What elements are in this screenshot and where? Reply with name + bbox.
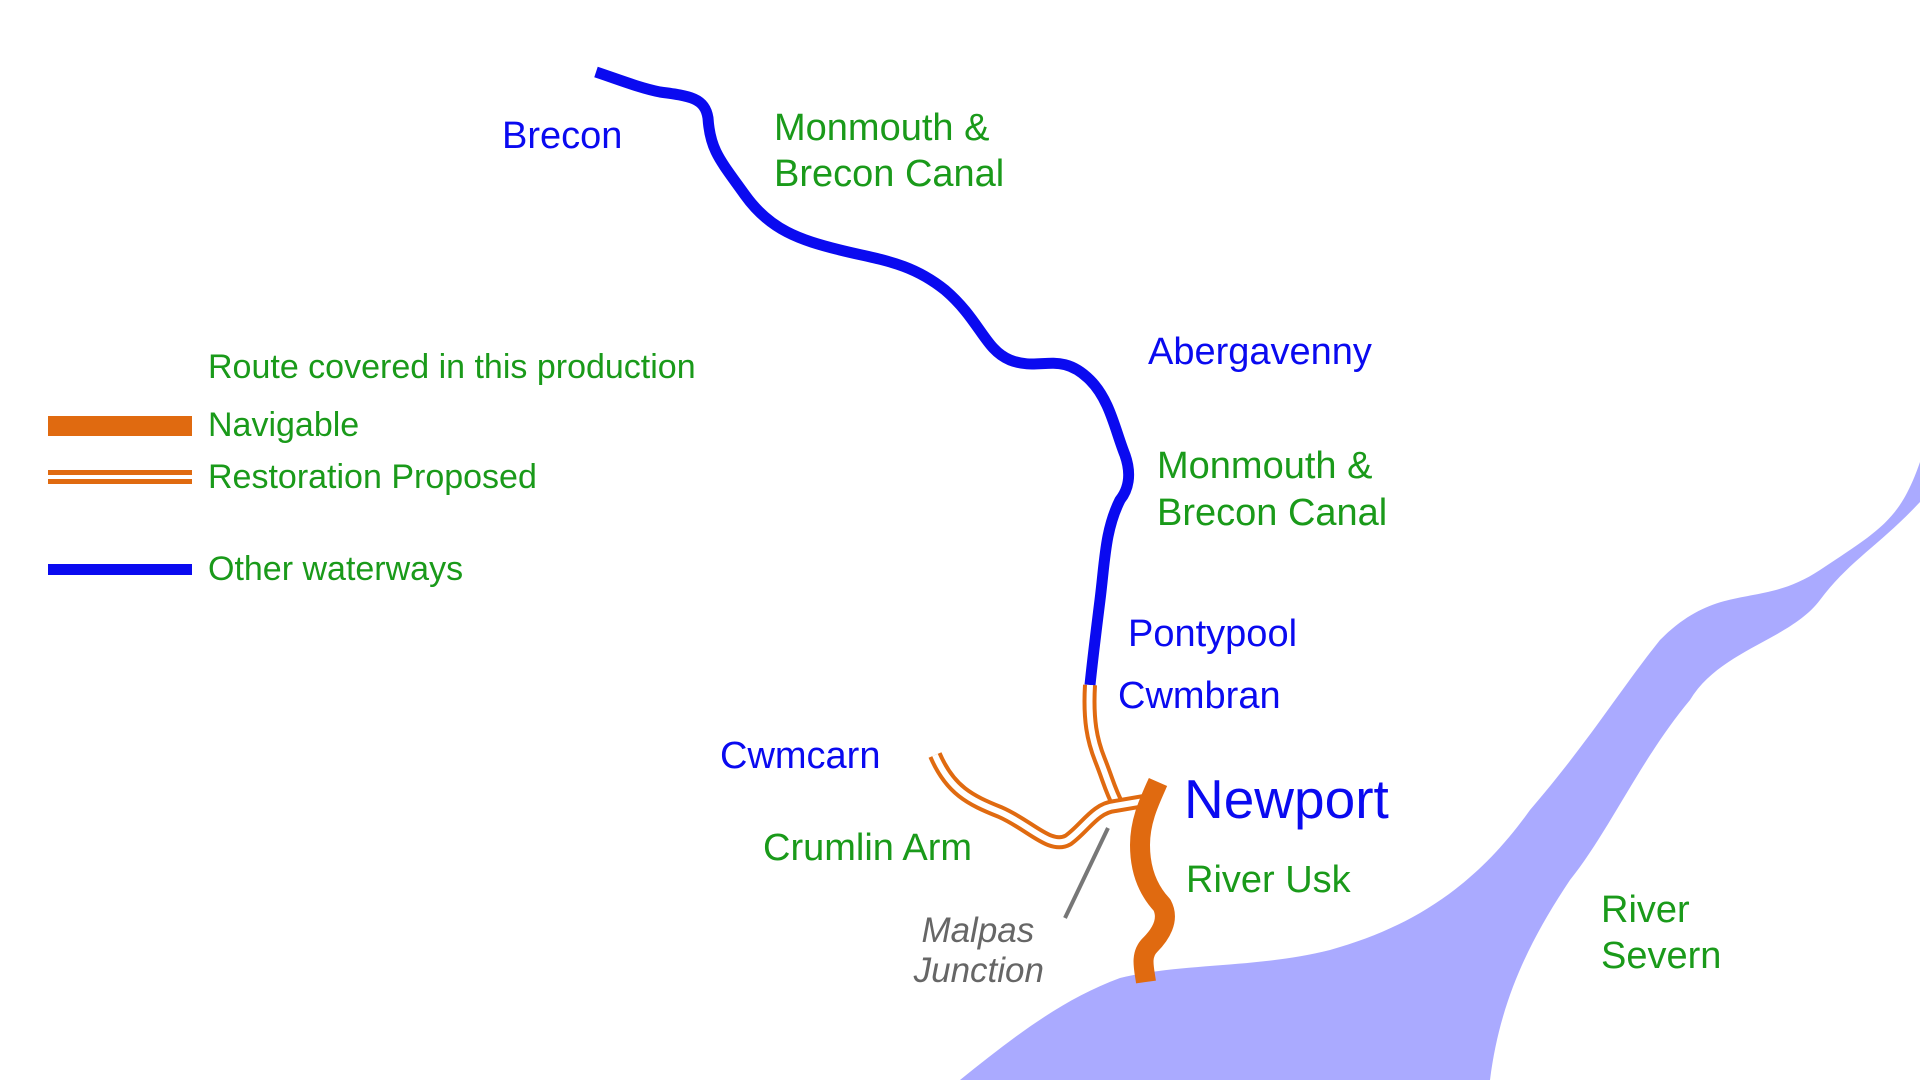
- legend-heading: Route covered in this production: [208, 348, 696, 386]
- malpas-junction-pointer: [1063, 827, 1110, 919]
- legend-restoration-swatch: [48, 470, 192, 484]
- legend-other-label: Other waterways: [208, 550, 463, 588]
- restoration-cwmbran-malpas: [1082, 684, 1125, 809]
- place-abergavenny: Abergavenny: [1148, 331, 1372, 373]
- label-malpas-junction: Malpas Junction: [913, 911, 1044, 990]
- legend-other-swatch: [48, 564, 192, 575]
- navigable-river-usk: [1130, 777, 1175, 984]
- place-brecon: Brecon: [502, 115, 622, 157]
- legend-navigable-label: Navigable: [208, 406, 359, 444]
- label-crumlin-arm: Crumlin Arm: [763, 827, 972, 869]
- label-canal-lower: Monmouth & Brecon Canal: [1157, 445, 1387, 534]
- label-river-usk: River Usk: [1186, 859, 1352, 901]
- place-pontypool: Pontypool: [1128, 613, 1297, 655]
- place-cwmbran: Cwmbran: [1118, 675, 1281, 717]
- river-severn-estuary: [960, 462, 1920, 1080]
- monmouth-brecon-canal-line: [594, 66, 1135, 686]
- place-newport: Newport: [1184, 768, 1389, 830]
- label-river-severn: River Severn: [1601, 889, 1721, 977]
- label-canal-upper: Monmouth & Brecon Canal: [774, 107, 1004, 195]
- legend: Route covered in this production Navigab…: [48, 348, 696, 588]
- place-cwmcarn: Cwmcarn: [720, 735, 880, 777]
- restoration-crumlin-arm: [928, 752, 1152, 850]
- legend-navigable-swatch: [48, 416, 192, 436]
- legend-restoration-label: Restoration Proposed: [208, 458, 537, 496]
